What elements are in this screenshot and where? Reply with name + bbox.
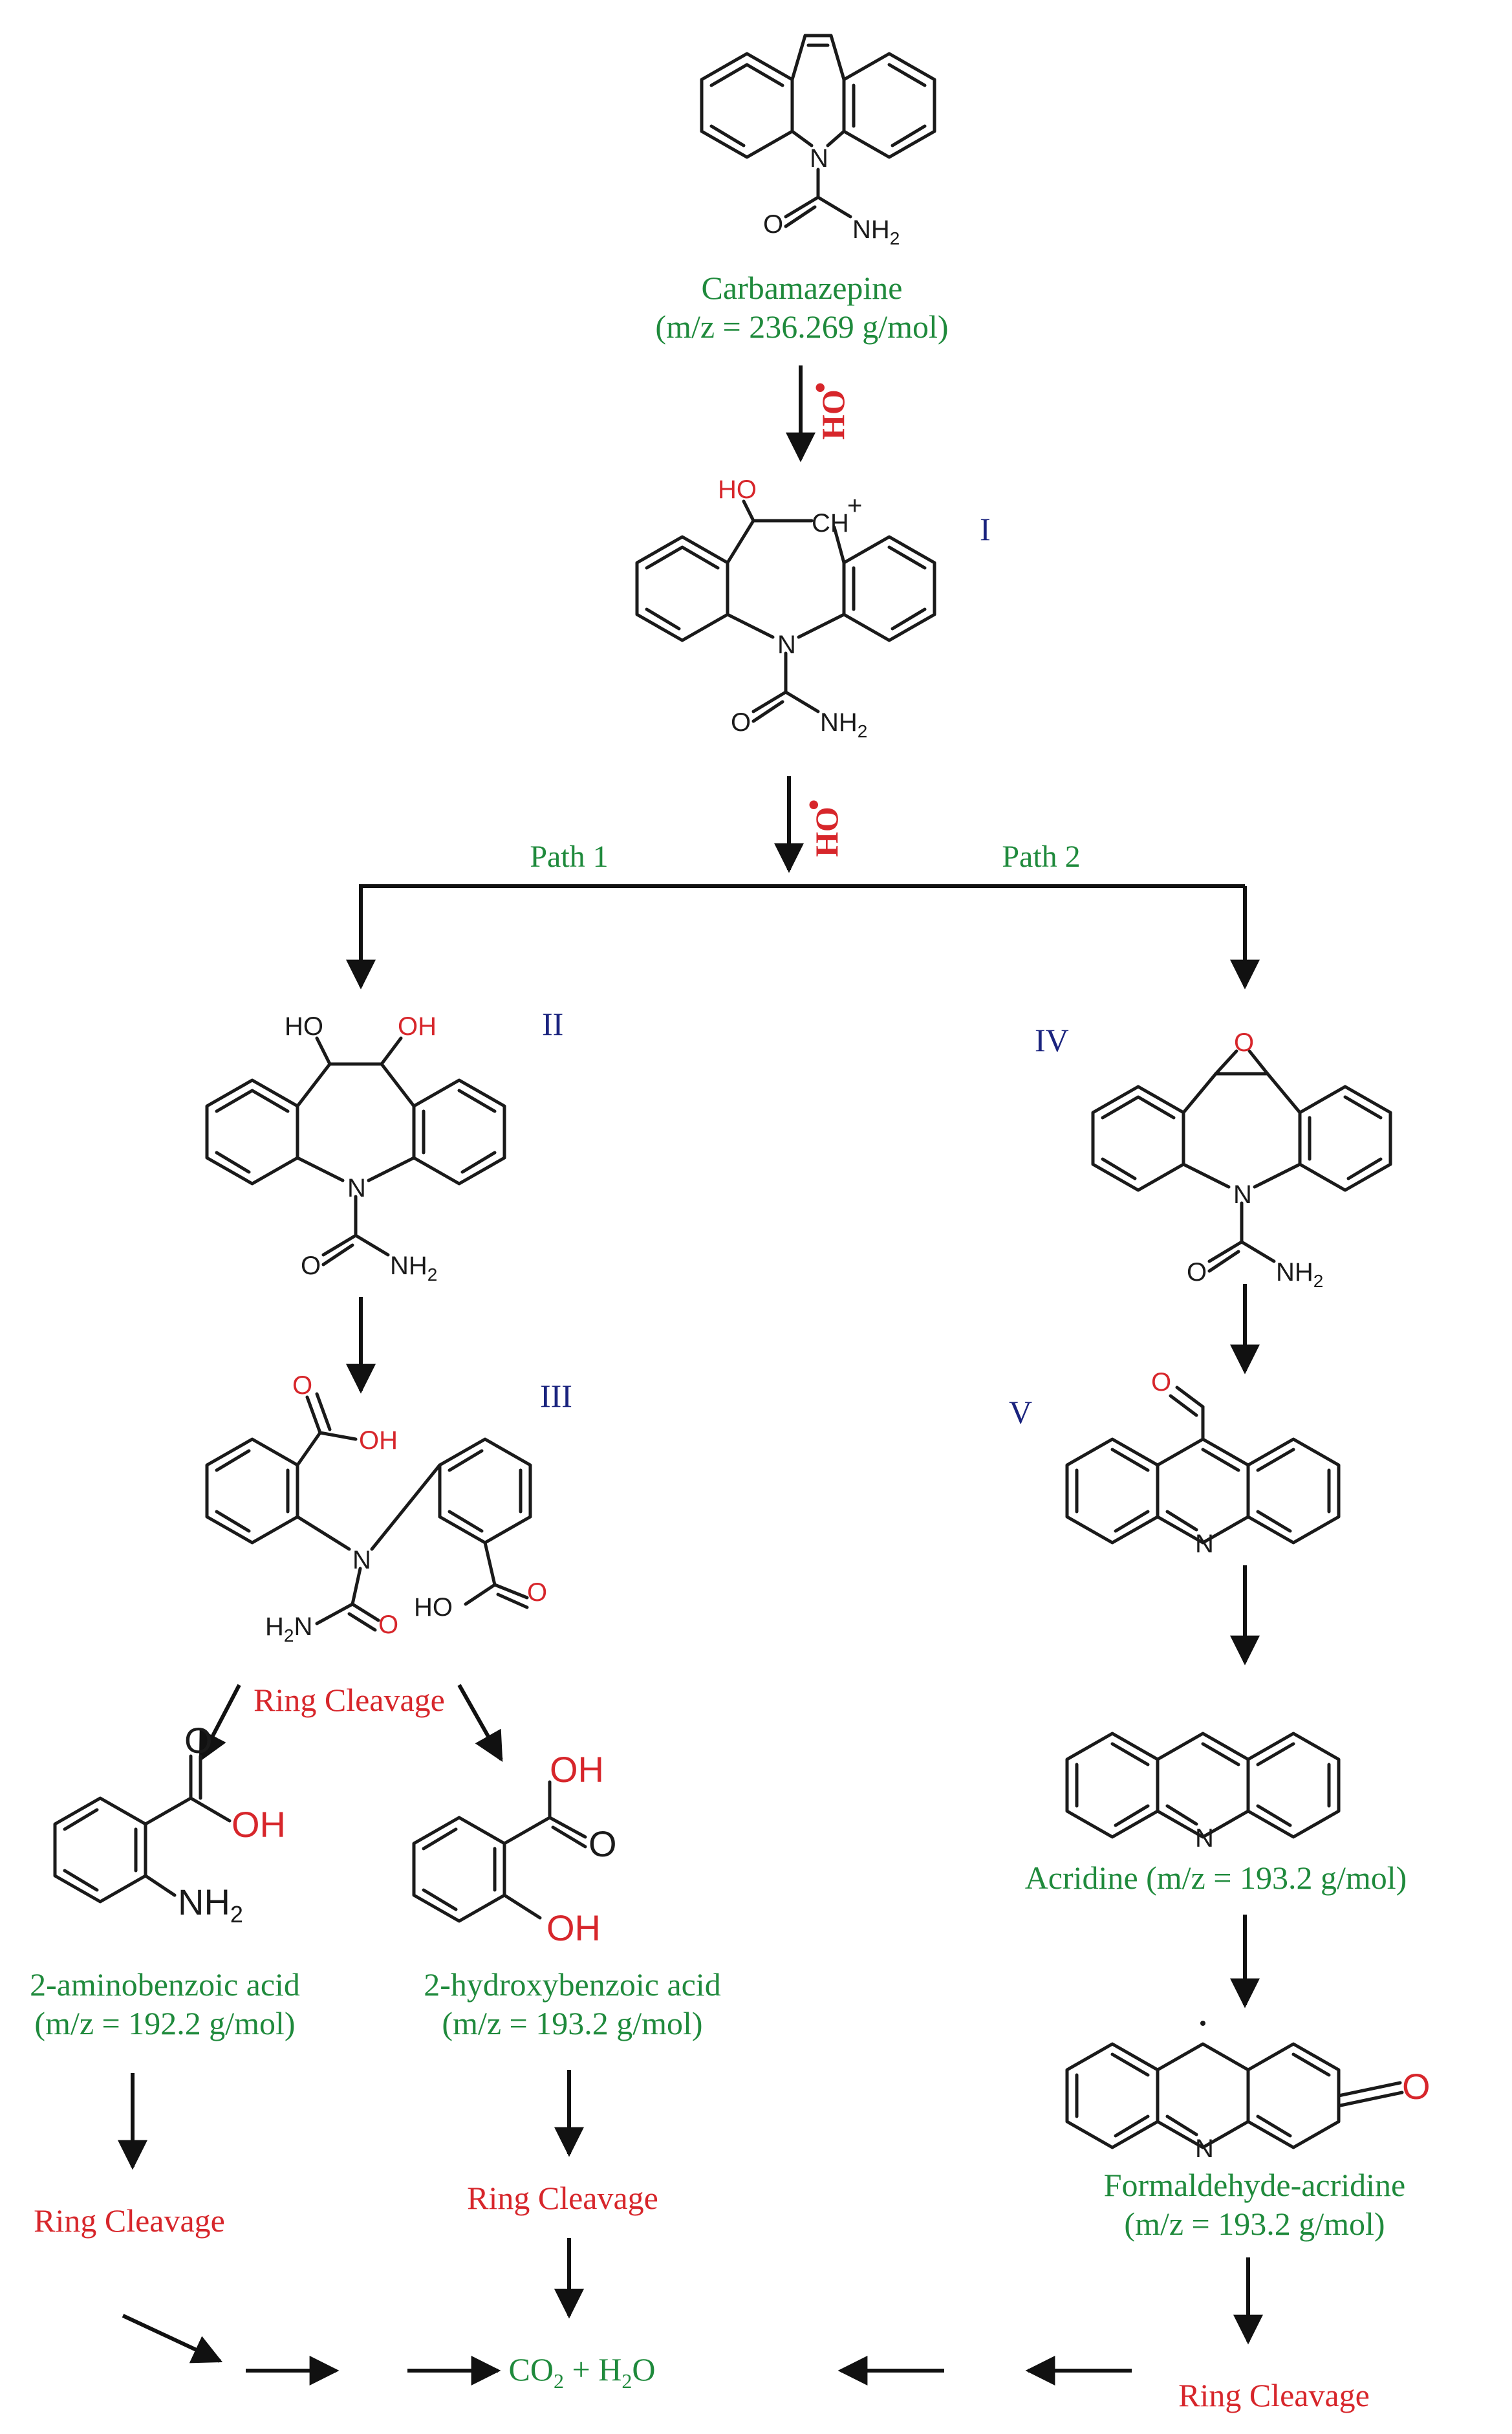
hydroxybenzoic-mass: (m/z = 193.2 g/mol) (442, 2005, 702, 2041)
atom-nh2-IV: NH2 (1276, 1258, 1323, 1291)
atom-n-II: N (347, 1174, 366, 1202)
ring-cleavage-amino: Ring Cleavage (34, 2202, 225, 2239)
final-product-co2-h2o: CO2 + H2O (509, 2351, 656, 2393)
atom-oh-II-a: HO (285, 1012, 323, 1041)
ring-cleavage-formaldehyde: Ring Cleavage (1178, 2377, 1370, 2413)
reagent-ho-2: HO • (795, 799, 845, 857)
intermediate-III-structure: O OH N O HO O H2N (205, 1371, 547, 1646)
hydroxybenzoic-acid-structure: OH O OH (412, 1749, 617, 1948)
label-IV: IV (1035, 1022, 1069, 1058)
atom-h2n-III: H2N (265, 1613, 312, 1646)
radical-dot (1200, 2021, 1205, 2026)
carbamazepine-structure: N O NH2 (700, 34, 936, 248)
atom-oh-I: HO (718, 475, 757, 504)
intermediate-I-structure: HO CH + N O NH2 (635, 475, 936, 741)
acridine-structure: N (1065, 1732, 1341, 1853)
atom-o-II: O (301, 1252, 321, 1280)
aminobenzoic-name: 2-aminobenzoic acid (30, 1966, 300, 2003)
svg-text:•: • (795, 799, 832, 810)
arrow-III-to-aminobenzoic (199, 1684, 241, 1763)
arrow-III-to-hydroxybenzoic (457, 1684, 503, 1763)
atom-oh-II-b: OH (398, 1012, 437, 1041)
atom-o-IV-b: O (1187, 1258, 1207, 1287)
atom-n-acridine: N (1195, 1824, 1214, 1853)
atom-ho-III: HO (414, 1593, 453, 1622)
atom-oh-hydroxy-b: OH (546, 1907, 601, 1948)
atom-o-III-a: O (292, 1371, 312, 1400)
atom-nh2-amino: NH2 (178, 1882, 243, 1928)
svg-text:HO: HO (808, 807, 845, 857)
acridine-name: Acridine (m/z = 193.2 g/mol) (1025, 1860, 1407, 1896)
atom-nh2: NH2 (852, 215, 900, 248)
atom-n-I: N (777, 631, 796, 659)
label-II: II (542, 1006, 563, 1042)
intermediate-II-structure: HO OH N O NH2 (205, 1012, 506, 1285)
atom-o: O (763, 210, 783, 239)
label-III: III (540, 1378, 572, 1414)
ring-cleavage-III: Ring Cleavage (254, 1682, 445, 1718)
atom-o-V: O (1151, 1368, 1171, 1396)
label-I: I (980, 511, 991, 547)
aminobenzoic-mass: (m/z = 192.2 g/mol) (34, 2005, 295, 2041)
label-V: V (1009, 1394, 1032, 1430)
atom-n-formaldehyde: N (1195, 2135, 1214, 2163)
atom-nh2-II: NH2 (390, 1252, 437, 1285)
carbamazepine-mass: (m/z = 236.269 g/mol) (655, 309, 948, 345)
atom-nh2-I: NH2 (820, 708, 867, 741)
atom-n: N (810, 144, 828, 173)
atom-o-IV: O (1234, 1028, 1254, 1057)
atom-radical-I: + (847, 492, 862, 520)
atom-oh-III-a: OH (359, 1426, 398, 1455)
atom-ch-I: CH (812, 509, 849, 538)
aminobenzoic-acid-structure: O OH NH2 (53, 1720, 286, 1928)
atom-o-I: O (731, 708, 751, 737)
atom-n-III: N (352, 1546, 371, 1574)
carbamazepine-name: Carbamazepine (702, 270, 903, 306)
path1-label: Path 1 (530, 840, 608, 874)
svg-text:•: • (802, 382, 838, 393)
ring-cleavage-hydroxy: Ring Cleavage (467, 2180, 658, 2216)
formaldehyde-acridine-mass: (m/z = 193.2 g/mol) (1124, 2206, 1385, 2242)
intermediate-V-structure: O N (1065, 1368, 1341, 1558)
atom-n-V: N (1195, 1530, 1214, 1558)
atom-o-III-b: O (527, 1578, 547, 1607)
intermediate-IV-structure: O N O NH2 (1091, 1028, 1392, 1291)
atom-oh-hydroxy-a: OH (550, 1749, 604, 1790)
atom-o-formaldehyde: O (1402, 2066, 1431, 2107)
atom-o-III-c: O (378, 1611, 398, 1639)
formaldehyde-acridine-name: Formaldehyde-acridine (1104, 2167, 1405, 2203)
atom-o-hydroxy: O (589, 1823, 617, 1864)
path2-label: Path 2 (1002, 840, 1080, 874)
reagent-ho-1: HO • (802, 382, 851, 440)
formaldehyde-acridine-structure: N O (1065, 2021, 1431, 2163)
hydroxybenzoic-name: 2-hydroxybenzoic acid (424, 1966, 721, 2003)
atom-n-IV: N (1233, 1180, 1252, 1209)
arrow-left-1 (122, 2314, 223, 2363)
svg-text:HO: HO (815, 389, 851, 440)
atom-oh-amino: OH (232, 1804, 286, 1845)
atom-o-amino: O (184, 1720, 213, 1761)
